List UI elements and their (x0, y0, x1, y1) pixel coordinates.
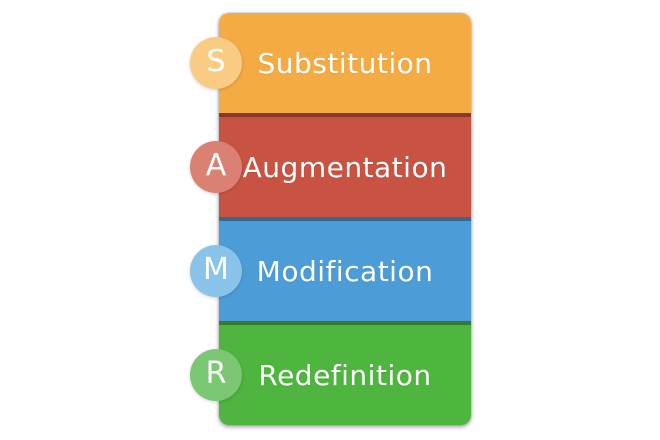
samr-level-stack: S Substitution A Augmentation M Modifica… (190, 13, 471, 425)
modification-label: Modification (256, 254, 434, 288)
modification-letter-badge: M (190, 245, 242, 297)
augmentation-letter-badge: A (190, 141, 242, 193)
samr-level-substitution: S Substitution (190, 13, 471, 113)
samr-level-redefinition: R Redefinition (190, 321, 471, 425)
samr-level-augmentation: A Augmentation (190, 113, 471, 217)
redefinition-letter: R (205, 356, 227, 391)
augmentation-label: Augmentation (242, 150, 448, 184)
substitution-label: Substitution (257, 46, 433, 80)
modification-letter: M (203, 252, 229, 287)
substitution-letter-badge: S (190, 37, 242, 89)
augmentation-letter: A (205, 148, 227, 183)
samr-level-modification: M Modification (190, 217, 471, 321)
redefinition-label: Redefinition (258, 358, 432, 392)
substitution-letter: S (206, 44, 226, 79)
redefinition-letter-badge: R (190, 349, 242, 401)
